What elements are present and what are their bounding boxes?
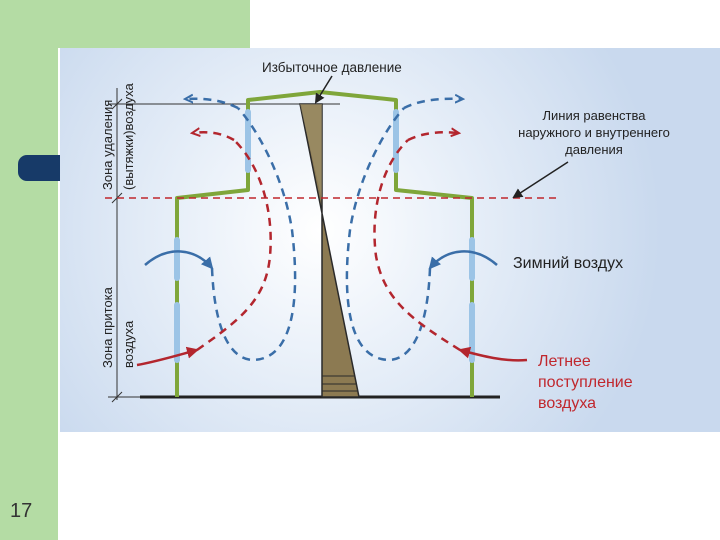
- windows: [174, 109, 475, 363]
- supply-zone-label-1: Зона притока: [100, 286, 115, 368]
- winter-airflow: [144, 99, 498, 362]
- summer-intake-label-3: воздуха: [538, 395, 596, 412]
- equality-line-label-2: наружного и внутреннего: [518, 125, 670, 140]
- building-outline: [175, 90, 474, 397]
- slide-tab-marker: [18, 155, 62, 181]
- exhaust-zone-label-2: (вытяжки)воздуха: [121, 82, 136, 190]
- summer-airflow: [136, 132, 528, 367]
- equality-line-label-3: давления: [565, 142, 623, 157]
- top-accent-strip: [58, 0, 250, 48]
- left-accent-bar: [0, 0, 58, 540]
- exhaust-zone-label-1: Зона удаления: [100, 100, 115, 190]
- supply-zone-label-2: воздуха: [121, 320, 136, 368]
- summer-intake-label-2: поступление: [538, 374, 633, 391]
- pressure-diagram-light: [300, 104, 322, 200]
- ventilation-diagram: Избыточное давление Линия равенства нару…: [60, 48, 720, 432]
- summer-intake-label-1: Летнее: [538, 353, 591, 370]
- winter-air-label: Зимний воздух: [513, 255, 623, 272]
- pressure-hatch: [322, 375, 358, 392]
- label-pointers: [314, 75, 569, 199]
- diagram-background: [60, 48, 720, 432]
- slide-number: 17: [10, 500, 33, 522]
- excess-pressure-label: Избыточное давление: [262, 60, 402, 75]
- equality-line-label-1: Линия равенства: [543, 108, 647, 123]
